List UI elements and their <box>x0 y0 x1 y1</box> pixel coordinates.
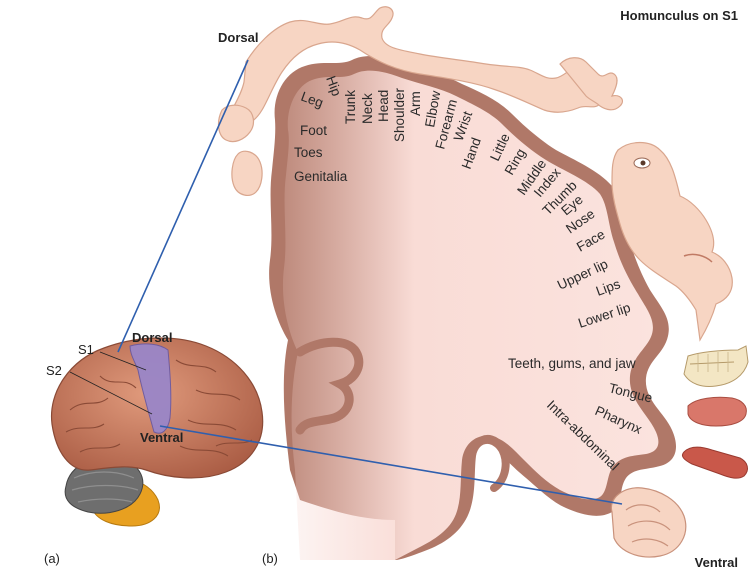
ventral-label-bottom: Ventral <box>695 555 738 570</box>
cortex-inner-fold <box>466 435 510 492</box>
label-neck: Neck <box>360 93 375 124</box>
cortex-section <box>269 56 676 560</box>
genitalia-icon <box>231 150 263 196</box>
face-icon <box>611 141 733 342</box>
cortex-lower-fold <box>295 337 364 435</box>
label-trunk: Trunk <box>343 90 358 124</box>
cortex-inner-area <box>282 70 659 560</box>
label-arm: Arm <box>408 91 423 116</box>
intestine-icon <box>610 487 687 558</box>
tongue-icon <box>687 396 747 427</box>
s2-leader-line <box>69 371 153 415</box>
teeth-icon <box>683 345 749 387</box>
homunculus-body-icon <box>217 6 624 143</box>
label-elbow: Elbow <box>422 89 443 128</box>
label-genitalia: Genitalia <box>294 169 348 184</box>
dorsal-label-top: Dorsal <box>218 30 258 45</box>
label-teeth-gums-jaw: Teeth, gums, and jaw <box>508 356 636 371</box>
label-toes: Toes <box>294 145 323 160</box>
panel-a-label: (a) <box>44 551 60 566</box>
brain-icon <box>50 337 264 527</box>
label-shoulder: Shoulder <box>392 87 407 142</box>
label-head: Head <box>376 90 391 122</box>
s2-label: S2 <box>46 363 62 378</box>
pharynx-icon <box>681 446 748 479</box>
dorsal-guide-line <box>117 59 249 353</box>
label-leg: Leg <box>299 89 325 111</box>
brain-ventral-label: Ventral <box>140 430 183 445</box>
panel-b-label: (b) <box>262 551 278 566</box>
s1-highlight <box>129 343 172 434</box>
label-foot: Foot <box>300 123 327 138</box>
s1-label: S1 <box>78 342 94 357</box>
ventral-guide-line <box>159 425 623 505</box>
s1-leader-line <box>99 351 147 371</box>
brain-dorsal-label: Dorsal <box>132 330 172 345</box>
figure-title: Homunculus on S1 <box>620 8 738 23</box>
label-hip: Hip <box>323 74 344 98</box>
